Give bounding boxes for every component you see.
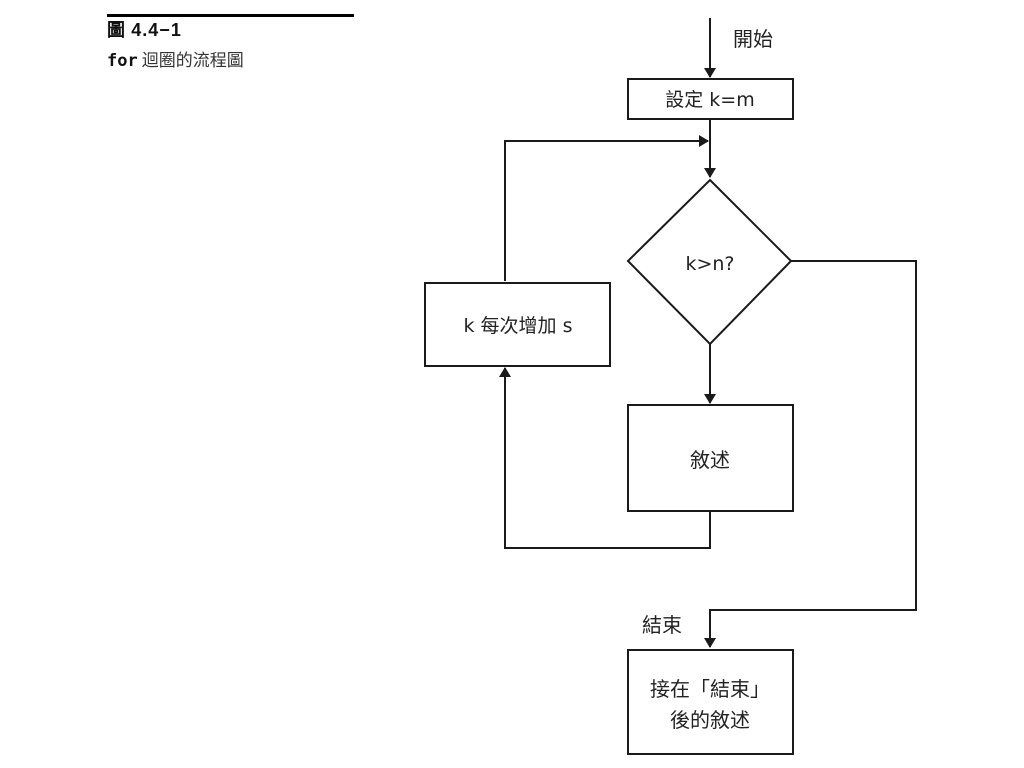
- condition-diamond: [626, 178, 793, 346]
- increment-box-label: k 每次增加 s: [464, 315, 573, 337]
- body-to-increment-arrow: [499, 367, 711, 549]
- after-box-line2: 後的敘述: [670, 708, 750, 732]
- end-label: 結束: [642, 613, 682, 637]
- for-keyword: for: [107, 51, 138, 71]
- body-box: [627, 404, 794, 512]
- increment-box: [424, 282, 611, 367]
- caption-rule: [107, 14, 354, 17]
- figure-label: 圖 4.4−1: [107, 19, 354, 42]
- body-box-label: 敘述: [690, 448, 730, 472]
- figure-title-text: 迴圈的流程圖: [141, 51, 244, 71]
- init-box: [627, 78, 794, 120]
- figure-number: 4.4−1: [131, 20, 182, 40]
- after-box-line1: 接在「結束」: [650, 677, 770, 701]
- condition-label: k>n?: [685, 253, 734, 275]
- after-box: [627, 649, 794, 755]
- init-box-label: 設定 k=m: [665, 89, 754, 111]
- start-label: 開始: [733, 27, 773, 51]
- loop-back-arrow: [504, 135, 709, 281]
- figure-prefix: 圖: [107, 20, 125, 41]
- exit-path-arrow: [704, 260, 917, 648]
